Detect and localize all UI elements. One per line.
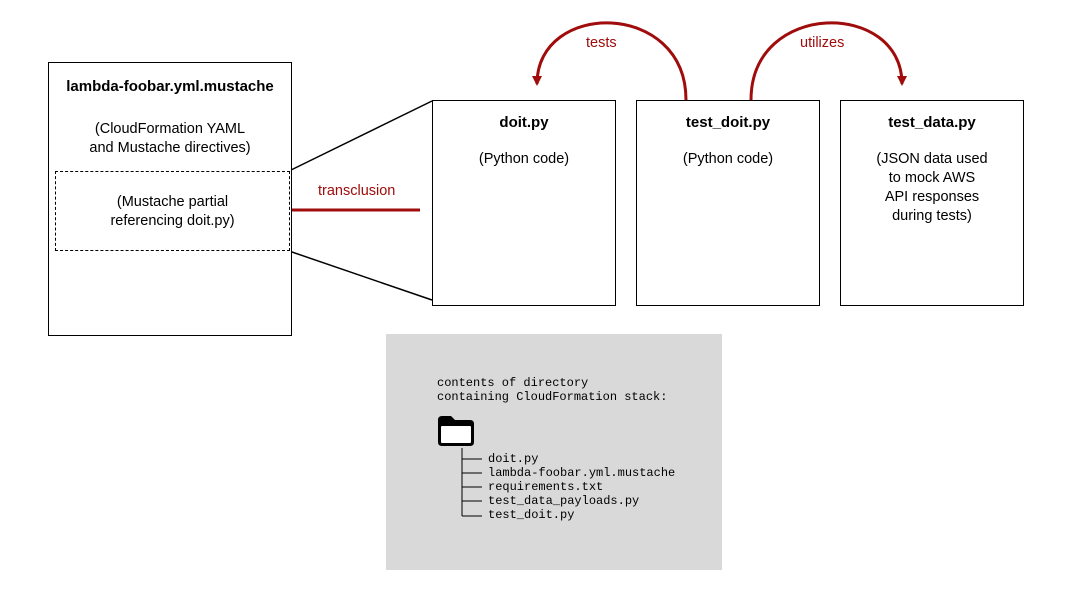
directory-heading-line: contents of directory (437, 376, 589, 390)
template-description-line: (CloudFormation YAML (94, 121, 246, 137)
doit-title: doit.py (499, 114, 549, 131)
doit-box: doit.py (Python code) (432, 100, 616, 306)
tests-label: tests (586, 35, 617, 51)
template-description: (CloudFormation YAML and Mustache direct… (49, 120, 291, 158)
test-data-description: (JSON data used to mock AWS API response… (841, 150, 1023, 226)
test-doit-box: test_doit.py (Python code) (636, 100, 820, 306)
file-list: doit.py lambda-foobar.yml.mustache requi… (488, 452, 675, 522)
file-item: doit.py (488, 452, 539, 466)
file-item: test_doit.py (488, 508, 575, 522)
test-data-title: test_data.py (888, 114, 976, 131)
mustache-partial-region: (Mustache partial referencing doit.py) (55, 171, 290, 251)
test-data-box: test_data.py (JSON data used to mock AWS… (840, 100, 1024, 306)
directory-heading: contents of directory containing CloudFo… (437, 376, 667, 404)
file-tree-lines (461, 448, 482, 517)
transclusion-label: transclusion (318, 183, 396, 199)
file-item: requirements.txt (488, 480, 604, 494)
doit-description: (Python code) (478, 151, 570, 167)
directory-heading-line: containing CloudFormation stack: (437, 390, 668, 404)
partial-description-line: referencing doit.py) (110, 213, 235, 229)
tests-arrow (532, 21, 688, 101)
zoom-line-top (288, 100, 433, 172)
test-doit-title: test_doit.py (685, 114, 771, 131)
template-box: lambda-foobar.yml.mustache (CloudFormati… (48, 62, 292, 336)
partial-description-line: (Mustache partial (116, 194, 229, 210)
template-title: lambda-foobar.yml.mustache (66, 78, 274, 95)
utilizes-arrow (749, 21, 907, 101)
test-data-description-line: during tests) (892, 208, 972, 224)
utilizes-label: utilizes (800, 35, 845, 51)
partial-description: (Mustache partial referencing doit.py) (56, 193, 289, 231)
file-item: lambda-foobar.yml.mustache (488, 466, 676, 480)
directory-panel: contents of directory containing CloudFo… (386, 334, 722, 570)
test-data-description-line: to mock AWS (888, 170, 976, 186)
test-data-description-line: (JSON data used (876, 151, 988, 167)
file-item: test_data_payloads.py (488, 494, 640, 508)
zoom-line-bottom (288, 250, 433, 301)
test-data-description-line: API responses (884, 189, 980, 205)
test-doit-description: (Python code) (682, 151, 774, 167)
template-description-line: and Mustache directives) (89, 140, 251, 156)
folder-icon (438, 416, 474, 446)
